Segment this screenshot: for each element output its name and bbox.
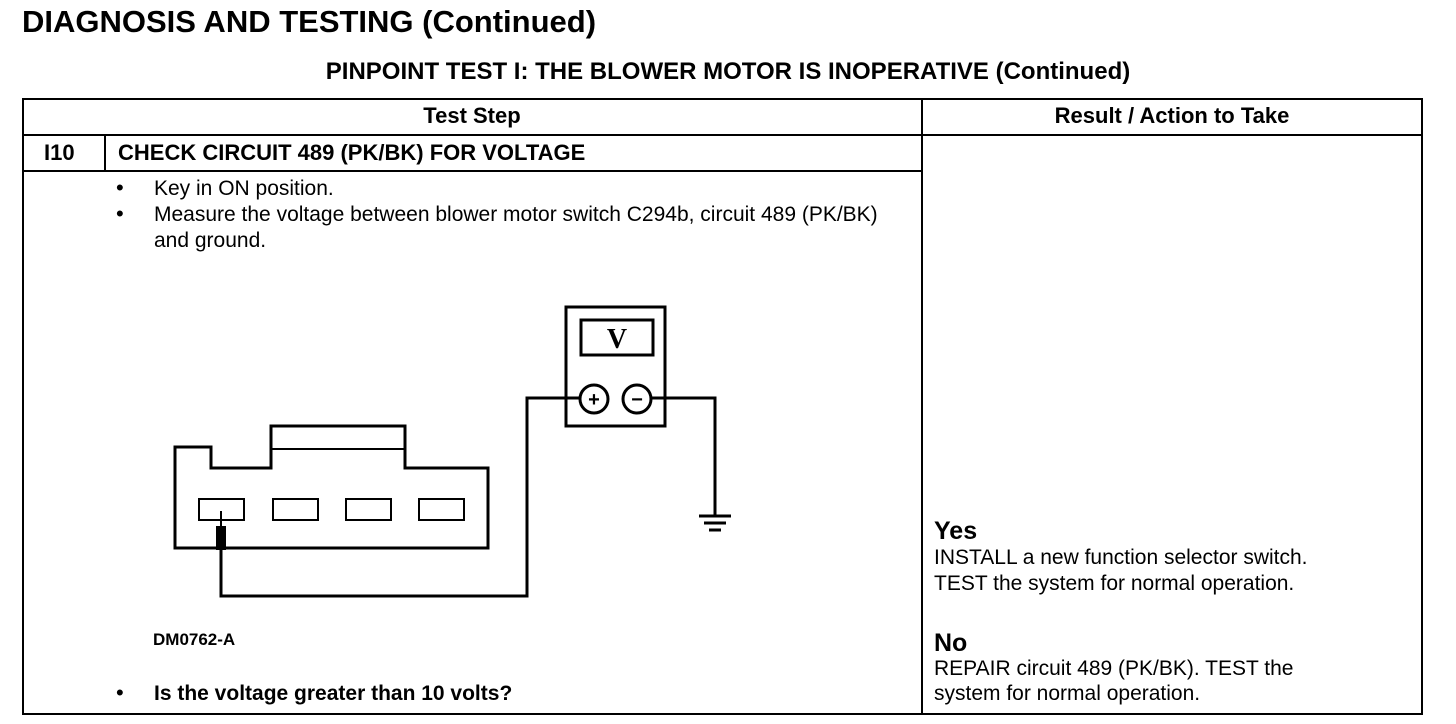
positive-terminal-icon [578, 383, 610, 415]
positive-test-lead [219, 396, 579, 598]
test-table [22, 98, 1423, 715]
header-divider [22, 134, 1423, 136]
header-test-step: Test Step [423, 103, 521, 128]
step-title: CHECK CIRCUIT 489 (PK/BK) FOR VOLTAGE [118, 140, 586, 165]
step-id: I10 [44, 140, 75, 165]
negative-terminal-label: − [631, 389, 643, 411]
connector-body [173, 424, 490, 550]
result-yes-line: INSTALL a new function selector switch. [934, 546, 1308, 569]
bullet-key-on: Key in ON position. [154, 177, 334, 200]
terminal-cavity [418, 498, 465, 521]
negative-test-lead [651, 396, 717, 515]
result-yes-line: TEST the system for normal operation. [934, 572, 1295, 595]
step-id-divider [104, 134, 106, 171]
figure-id: DM0762-A [153, 630, 236, 649]
terminal-cavity [345, 498, 392, 521]
result-no-line: REPAIR circuit 489 (PK/BK). TEST the [934, 657, 1294, 680]
bullet-marker: • [116, 175, 124, 200]
terminal-cavity [272, 498, 319, 521]
probe-body [216, 526, 226, 550]
result-no-label: No [934, 629, 968, 657]
header-result-action: Result / Action to Take [1054, 103, 1290, 128]
result-no-line: system for normal operation. [934, 682, 1201, 705]
voltmeter-display [579, 318, 655, 357]
result-yes-label: Yes [934, 517, 978, 545]
column-divider [921, 98, 923, 715]
pinpoint-test-title: PINPOINT TEST I: THE BLOWER MOTOR IS INO… [325, 58, 1131, 85]
bullet-measure-voltage: Measure the voltage between blower motor… [154, 203, 878, 252]
test-question: Is the voltage greater than 10 volts? [154, 682, 513, 705]
step-title-divider [22, 170, 922, 172]
voltmeter [564, 305, 667, 428]
bullet-marker: • [116, 680, 124, 705]
voltmeter-display-label: V [607, 324, 627, 355]
page-title: DIAGNOSIS AND TESTING (Continued) [22, 4, 597, 39]
positive-terminal-label: + [588, 389, 600, 411]
bullet-marker: • [116, 201, 124, 226]
